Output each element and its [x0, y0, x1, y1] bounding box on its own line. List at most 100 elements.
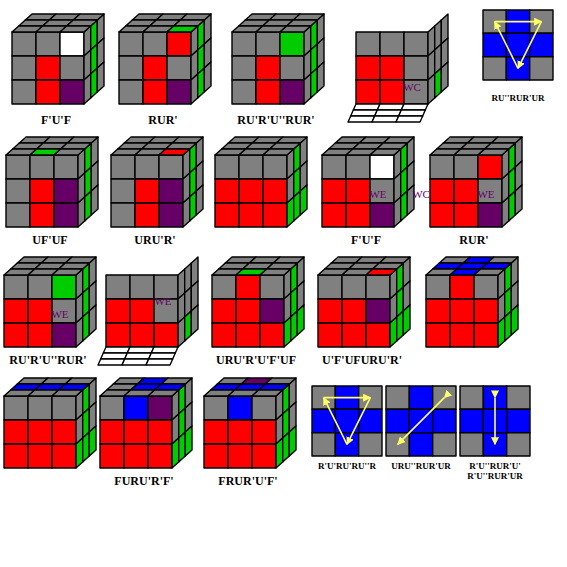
- front-face: [346, 203, 370, 227]
- front-face: [54, 203, 78, 227]
- top-face: [67, 20, 98, 26]
- front-face: [4, 444, 28, 468]
- cell-mark: WE: [154, 295, 171, 307]
- top-face: [383, 137, 414, 143]
- move-caption: FRUR'U'F': [218, 475, 277, 488]
- top-view: [507, 433, 530, 456]
- side-face: [76, 317, 83, 347]
- move-caption: URU'R'U'F'UF: [216, 354, 296, 367]
- front-face: [28, 420, 52, 444]
- side-face: [428, 74, 435, 104]
- move-arrow: [494, 398, 496, 445]
- side-face: [76, 438, 83, 468]
- move-caption: FURU'R'F': [114, 475, 173, 488]
- front-face: [148, 444, 172, 468]
- bottom-face: [122, 359, 149, 365]
- top-view: [507, 409, 530, 432]
- front-face: [474, 299, 498, 323]
- front-face: [4, 275, 28, 299]
- bottom-face: [351, 110, 378, 116]
- front-face: [36, 56, 60, 80]
- front-face: [346, 179, 370, 203]
- front-face: [6, 203, 30, 227]
- front-face: [366, 299, 390, 323]
- front-face: [130, 323, 154, 347]
- top-face: [273, 257, 304, 263]
- front-face: [342, 299, 366, 323]
- front-face: [370, 203, 394, 227]
- move-caption: RUR': [148, 114, 177, 127]
- top-view: [460, 433, 483, 456]
- front-face: [119, 56, 143, 80]
- top-face: [155, 384, 186, 390]
- bottom-face: [98, 359, 125, 365]
- front-face: [380, 32, 404, 56]
- top-face: [52, 269, 83, 275]
- top-face: [148, 390, 179, 396]
- move-caption: RU'R'U''RUR': [237, 114, 314, 127]
- top-face: [377, 143, 408, 149]
- move-caption: RU''RUR'UR: [492, 94, 545, 104]
- top-face: [61, 143, 92, 149]
- bottom-face: [399, 110, 426, 116]
- top-face: [263, 149, 294, 155]
- bottom-face: [375, 110, 402, 116]
- front-face: [111, 155, 135, 179]
- front-face: [119, 32, 143, 56]
- top-face: [65, 257, 96, 263]
- side-face: [84, 74, 91, 104]
- front-face: [100, 444, 124, 468]
- top-face: [172, 137, 203, 143]
- front-face: [36, 32, 60, 56]
- front-face: [143, 56, 167, 80]
- side-face: [89, 426, 96, 456]
- top-face: [293, 14, 324, 20]
- front-face: [426, 323, 450, 347]
- front-face: [430, 155, 454, 179]
- top-view: [530, 57, 553, 80]
- top-face: [52, 390, 83, 396]
- top-face: [159, 149, 190, 155]
- front-face: [28, 299, 52, 323]
- side-face: [91, 185, 98, 215]
- top-face: [161, 378, 192, 384]
- front-face: [450, 323, 474, 347]
- front-face: [30, 155, 54, 179]
- front-face: [236, 275, 260, 299]
- move-caption: R'U''RUR'U' R'U''RUR'UR: [455, 462, 535, 482]
- top-face: [174, 20, 205, 26]
- side-face: [511, 305, 518, 335]
- top-face: [252, 390, 283, 396]
- front-face: [318, 275, 342, 299]
- front-face: [252, 444, 276, 468]
- side-face: [397, 311, 404, 341]
- move-arrow: [324, 398, 347, 445]
- front-face: [52, 420, 76, 444]
- move-arrow: [398, 398, 445, 445]
- front-face: [239, 155, 263, 179]
- front-face: [228, 444, 252, 468]
- front-face: [60, 32, 84, 56]
- front-face: [28, 444, 52, 468]
- side-face: [390, 317, 397, 347]
- front-face: [474, 323, 498, 347]
- cell-mark: WE: [369, 188, 386, 200]
- move-caption: RU'R'U''RUR': [9, 354, 86, 367]
- front-face: [474, 275, 498, 299]
- side-face: [509, 191, 516, 221]
- top-view: [460, 386, 483, 409]
- front-face: [124, 444, 148, 468]
- cell-mark: WE: [477, 188, 494, 200]
- top-face: [166, 143, 197, 149]
- front-face: [54, 155, 78, 179]
- front-face: [60, 56, 84, 80]
- side-face: [83, 432, 90, 462]
- top-view: [409, 386, 432, 409]
- front-face: [380, 80, 404, 104]
- top-face: [60, 26, 91, 32]
- move-caption: RUR': [459, 234, 488, 247]
- move-arrow: [347, 398, 370, 445]
- move-caption: UF'UF: [32, 234, 67, 247]
- front-face: [54, 179, 78, 203]
